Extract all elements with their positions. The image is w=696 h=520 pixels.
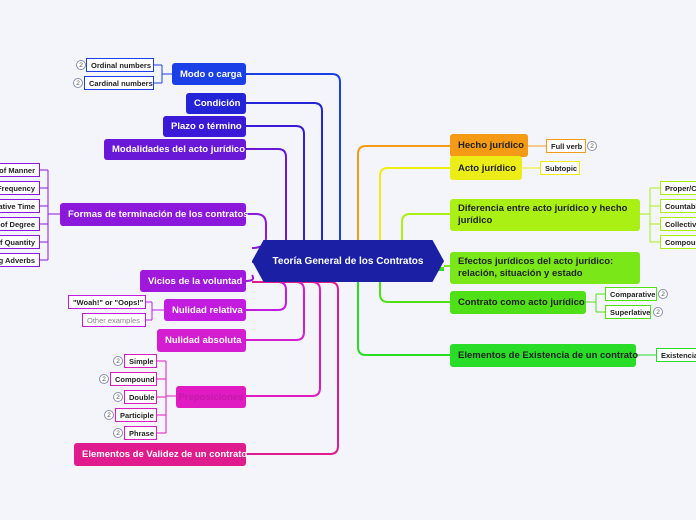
leaf-cardinal-numbers[interactable]: Cardinal numbers [84, 76, 154, 90]
count-badge[interactable]: 2 [99, 374, 109, 384]
node-contrato-acto[interactable]: Contrato como acto jurídico [450, 291, 586, 314]
count-badge[interactable]: 2 [113, 428, 123, 438]
link-formas [246, 213, 267, 249]
node-elementos-validez[interactable]: Elementos de Validez de un contrato [74, 443, 247, 466]
count-badge[interactable]: 2 [653, 307, 663, 317]
leaf-adverb-3[interactable]: lative Time [0, 199, 40, 213]
leaf-prep-simple[interactable]: Simple [124, 354, 157, 368]
central-topic[interactable]: Teoría General de los Contratos [252, 240, 444, 282]
leaf-adverb-6[interactable]: ing Adverbs [0, 253, 40, 267]
node-plazo[interactable]: Plazo o término [163, 116, 246, 137]
leaf-prep-phrase[interactable]: Phrase [124, 426, 157, 440]
leaf-collective[interactable]: Collective [660, 217, 696, 231]
leaf-adverb-1[interactable]: of Manner [0, 163, 40, 177]
node-preposiciones[interactable]: Preposiciones [176, 386, 246, 408]
count-badge[interactable]: 2 [587, 141, 597, 151]
count-badge[interactable]: 2 [104, 410, 114, 420]
leaf-full-verb[interactable]: Full verb [546, 139, 586, 153]
link-vicios [245, 274, 255, 282]
node-nulidad-absoluta[interactable]: Nulidad absoluta [157, 329, 246, 352]
link-nulidad-relativa [246, 281, 287, 311]
leaf-ordinal-numbers[interactable]: Ordinal numbers [86, 58, 154, 72]
node-vicios[interactable]: Vicios de la voluntad [140, 270, 246, 292]
leaf-adverb-5[interactable]: of Quantity [0, 235, 40, 249]
node-modalidades[interactable]: Modalidades del acto jurídico [104, 139, 246, 160]
count-badge[interactable]: 2 [73, 78, 83, 88]
leaf-prep-double[interactable]: Double [124, 390, 157, 404]
count-badge[interactable]: 2 [658, 289, 668, 299]
link-validez [246, 281, 339, 455]
leaf-comparative[interactable]: Comparative [605, 287, 657, 301]
leaf-subtopic[interactable]: Subtopic [540, 161, 580, 175]
leaf-existencia[interactable]: Existencia [656, 348, 696, 362]
count-badge[interactable]: 2 [113, 392, 123, 402]
node-elementos-existencia[interactable]: Elementos de Existencia de un contrato [450, 344, 638, 367]
node-nulidad-relativa[interactable]: Nulidad relativa [164, 299, 246, 321]
leaf-proper[interactable]: Proper/Co [660, 181, 696, 195]
node-modo-carga[interactable]: Modo o carga [172, 63, 246, 85]
leaf-woah[interactable]: "Woah!" or "Oops!" [68, 295, 146, 309]
count-badge[interactable]: 2 [76, 60, 86, 70]
leaf-countable[interactable]: Countable [660, 199, 696, 213]
node-efectos[interactable]: Efectos jurídicos del acto jurídico: rel… [450, 252, 640, 284]
leaf-adverb-4[interactable]: s of Degree [0, 217, 40, 231]
leaf-compound[interactable]: Compound [660, 235, 696, 249]
leaf-superlative[interactable]: Superlative [605, 305, 651, 319]
node-acto-juridico[interactable]: Acto jurídico [450, 156, 522, 180]
link-existencia [357, 269, 450, 356]
leaf-adverb-2[interactable]: Frequency [0, 181, 40, 195]
leaf-prep-compound[interactable]: Compound [110, 372, 157, 386]
leaf-other-examples[interactable]: Other examples [82, 313, 146, 327]
count-badge[interactable]: 2 [113, 356, 123, 366]
node-formas[interactable]: Formas de terminación de los contratos [60, 203, 249, 226]
node-hecho-juridico[interactable]: Hecho jurídico [450, 134, 528, 157]
leaf-prep-participle[interactable]: Participle [115, 408, 157, 422]
node-condicion[interactable]: Condición [186, 93, 246, 114]
node-diferencia[interactable]: Diferencia entre acto jurídico y hecho j… [450, 199, 640, 231]
